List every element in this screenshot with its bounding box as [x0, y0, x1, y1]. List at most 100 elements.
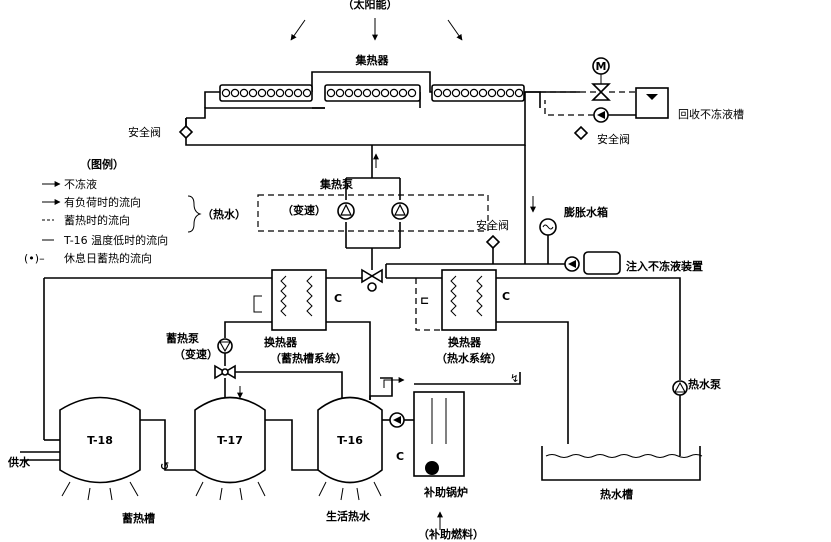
legend-title: （图例）: [80, 157, 124, 171]
collector-tube: [514, 88, 524, 98]
legend-item-1: 有负荷时的流向: [64, 195, 141, 209]
domestic-hot-water-label: 生活热水: [326, 509, 371, 523]
heat-exchanger-storage-icon: [271, 269, 327, 331]
inject-pump-icon: [564, 256, 580, 272]
collector-tube: [239, 88, 249, 98]
recovery-pump-icon: [593, 107, 609, 123]
aux-fuel-label: （补助燃料）: [418, 527, 484, 541]
inject-device-icon: [583, 251, 621, 275]
hx-hot-flow-symbol: C: [502, 290, 510, 303]
hx-storage-flow-symbol: C: [334, 292, 342, 305]
tank-t16: T-16: [317, 396, 383, 501]
legend-bracket-label: （热水）: [202, 207, 246, 221]
collector-tube: [371, 88, 381, 98]
aux-boiler-icon: [413, 391, 465, 477]
aux-boiler-label: 补助锅炉: [423, 485, 468, 499]
hx-storage-system: （蓄热槽系统）: [270, 351, 347, 365]
expansion-tank-icon: [539, 218, 557, 236]
hot-water-pump-icon: [672, 380, 688, 396]
boiler-pump-icon: [389, 412, 405, 428]
collector-pump-label: 集热泵: [319, 177, 353, 191]
collector-tube: [389, 88, 399, 98]
three-way-valve-icon: [361, 268, 383, 292]
collector-tube: [398, 88, 408, 98]
collector-piping: [185, 71, 600, 146]
collector-tube: [230, 88, 240, 98]
water-supply-label: 供水: [7, 455, 31, 469]
hx-storage-label: 换热器: [264, 335, 298, 349]
collector-tube: [248, 88, 258, 98]
hx-hot-flow-symbol-left: ⊏: [420, 294, 429, 307]
legend-item-4: 休息日蓄热的流向: [64, 251, 152, 265]
collector-pump-box: [257, 194, 489, 232]
collector-piping-pumps: [345, 177, 401, 270]
tank-t17: T-17: [194, 396, 266, 501]
tank-t16-label: T-16: [337, 434, 363, 447]
storage-pump-note: （变速）: [174, 347, 218, 361]
storage-valve-icon: [214, 364, 236, 380]
collector-tube: [335, 88, 345, 98]
expansion-tank-label: 膨胀水箱: [563, 205, 608, 219]
collector-tube: [293, 88, 303, 98]
collector-tube: [469, 88, 479, 98]
tank-t18-label: T-18: [87, 434, 113, 447]
legend-item-4-symbol: (•)–: [24, 252, 45, 265]
collector-tubes: [221, 88, 524, 98]
hot-water-tank-label: 热水槽: [600, 487, 633, 501]
collector-tube: [362, 88, 372, 98]
collector-tube: [442, 88, 452, 98]
legend: （图例） 不冻液 有负荷时的流向 蓄热时的流向 T-16 温度低时的流向 (•)…: [24, 157, 246, 265]
solar-label: （太阳能）: [343, 0, 398, 11]
collector-tube: [266, 88, 276, 98]
collector-tube: [505, 88, 515, 98]
safety-valve-mid-label: 安全阀: [476, 218, 509, 232]
collector-tube: [344, 88, 354, 98]
collector-pump-note: （变速）: [282, 203, 326, 217]
safety-valve-right-icon: [573, 125, 589, 141]
collector-pump-1-icon: [337, 202, 355, 220]
collector-tube: [221, 88, 231, 98]
safety-valve-right-label: 安全阀: [597, 132, 630, 146]
solar-rays: [290, 18, 463, 41]
legend-item-0: 不冻液: [64, 177, 97, 191]
hx-hot-system: （热水系统）: [436, 351, 502, 365]
collector-tube: [433, 88, 443, 98]
collector-tube: [302, 88, 312, 98]
collector-tube: [284, 88, 294, 98]
collector-tube: [326, 88, 336, 98]
collector-label: 集热器: [355, 53, 390, 67]
hot-water-tank-icon: [541, 446, 701, 481]
boiler-out-symbol: ↯: [510, 372, 519, 385]
hot-water-pump-label: 热水泵: [688, 377, 721, 391]
heat-exchanger-hot-icon: [441, 269, 497, 331]
collector-tube: [451, 88, 461, 98]
hx-hot-label: 换热器: [448, 335, 482, 349]
tank-t18: T-18: [59, 396, 141, 501]
legend-item-3: T-16 温度低时的流向: [63, 233, 168, 247]
safety-valve-left-label: 安全阀: [128, 125, 161, 139]
collector-tube: [275, 88, 285, 98]
collector-tube: [487, 88, 497, 98]
collector-tube: [460, 88, 470, 98]
collector-tube: [407, 88, 417, 98]
storage-pump-label: 蓄热泵: [166, 331, 199, 345]
motor-icon: M: [596, 60, 607, 73]
recovery-tank-icon: [635, 87, 669, 119]
collector-tube: [478, 88, 488, 98]
boiler-flow-symbol: C: [396, 450, 404, 463]
tank-flow-symbol: ↺: [160, 460, 169, 473]
collector-pump-2-icon: [391, 202, 409, 220]
safety-valve-mid-icon: [485, 234, 501, 250]
storage-pump-icon: [217, 338, 233, 354]
tank-t17-label: T-17: [217, 434, 243, 447]
collector-tube: [353, 88, 363, 98]
storage-tank-label: 蓄热槽: [122, 511, 155, 525]
safety-valve-left-icon: [178, 124, 194, 140]
legend-item-2: 蓄热时的流向: [64, 213, 130, 227]
recovery-tank-label: 回收不冻液槽: [678, 107, 744, 121]
inject-device-label: 注入不冻液装置: [626, 259, 703, 273]
collector-tube: [496, 88, 506, 98]
collector-tube: [257, 88, 267, 98]
collector-tube: [380, 88, 390, 98]
